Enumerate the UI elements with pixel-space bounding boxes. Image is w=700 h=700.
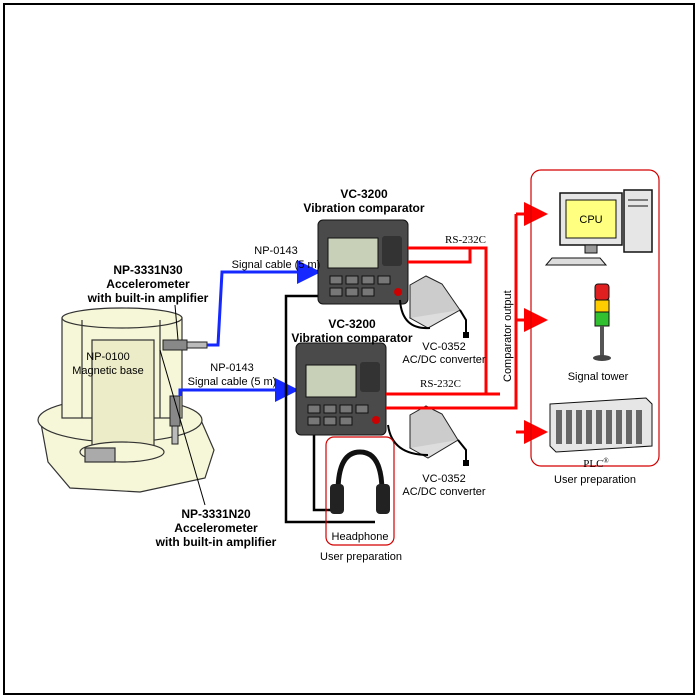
cable-bottom-label: Signal cable (5 m) <box>188 376 277 388</box>
converter-top-model: VC-0352 <box>422 341 465 353</box>
sensor-top-line2: with built-in amplifier <box>87 291 209 305</box>
sensor-top-model: NP-3331N30 <box>113 263 183 277</box>
cable-bottom-model: NP-0143 <box>210 362 253 374</box>
rs232c-top-label: RS-232C <box>445 234 486 246</box>
machine-illustration <box>37 307 215 493</box>
headphone-cable-top <box>284 294 375 524</box>
magnetic-base-model: NP-0100 <box>86 351 129 363</box>
sensor-bottom-model: NP-3331N20 <box>181 507 251 521</box>
user-preparation-right-label: User preparation <box>554 474 636 486</box>
converter-top-label: AC/DC converter <box>402 354 485 366</box>
converter-bottom-model: VC-0352 <box>422 473 465 485</box>
user-preparation-bottom-label: User preparation <box>320 551 402 563</box>
cpu-label: CPU <box>579 214 602 226</box>
user-preparation-box-bottom <box>325 436 395 546</box>
comparator-top-model: VC-3200 <box>340 187 388 201</box>
sensor-bottom-line1: Accelerometer <box>174 521 258 535</box>
cable-top-label: Signal cable (5 m) <box>232 259 321 271</box>
headphone-label: Headphone <box>332 531 389 543</box>
magnetic-base-label: Magnetic base <box>72 365 144 377</box>
sensor-top-icon <box>162 339 208 351</box>
plc-label: PLC® <box>583 457 609 470</box>
comparator-bottom-model: VC-3200 <box>328 317 376 331</box>
signal-cable-bottom <box>178 378 299 402</box>
cpu-icon <box>544 189 653 266</box>
converter-bottom-label: AC/DC converter <box>402 486 485 498</box>
comparator-bottom <box>295 342 387 436</box>
cable-top-model: NP-0143 <box>254 245 297 257</box>
comparator-top-label: Vibration comparator <box>303 201 424 215</box>
leader-line <box>159 349 206 506</box>
rs232c-bottom-label: RS-232C <box>420 378 461 390</box>
converter-bottom <box>387 405 469 466</box>
sensor-bottom-icon <box>169 395 181 445</box>
comparator-bottom-label: Vibration comparator <box>291 331 412 345</box>
user-preparation-box-right <box>530 169 660 467</box>
headphone-icon <box>330 449 390 514</box>
signal-cable-top <box>207 260 321 347</box>
converter-top <box>399 275 469 338</box>
sensor-top-line1: Accelerometer <box>106 277 190 291</box>
sensor-bottom-line2: with built-in amplifier <box>155 535 277 549</box>
plc-icon <box>549 397 653 453</box>
comparator-output-label: Comparator output <box>502 290 514 382</box>
signal-tower-icon <box>593 283 611 361</box>
diagram-frame <box>3 3 695 695</box>
comparator-top <box>317 219 409 305</box>
signal-tower-label: Signal tower <box>568 371 629 383</box>
leader-line <box>174 304 179 341</box>
